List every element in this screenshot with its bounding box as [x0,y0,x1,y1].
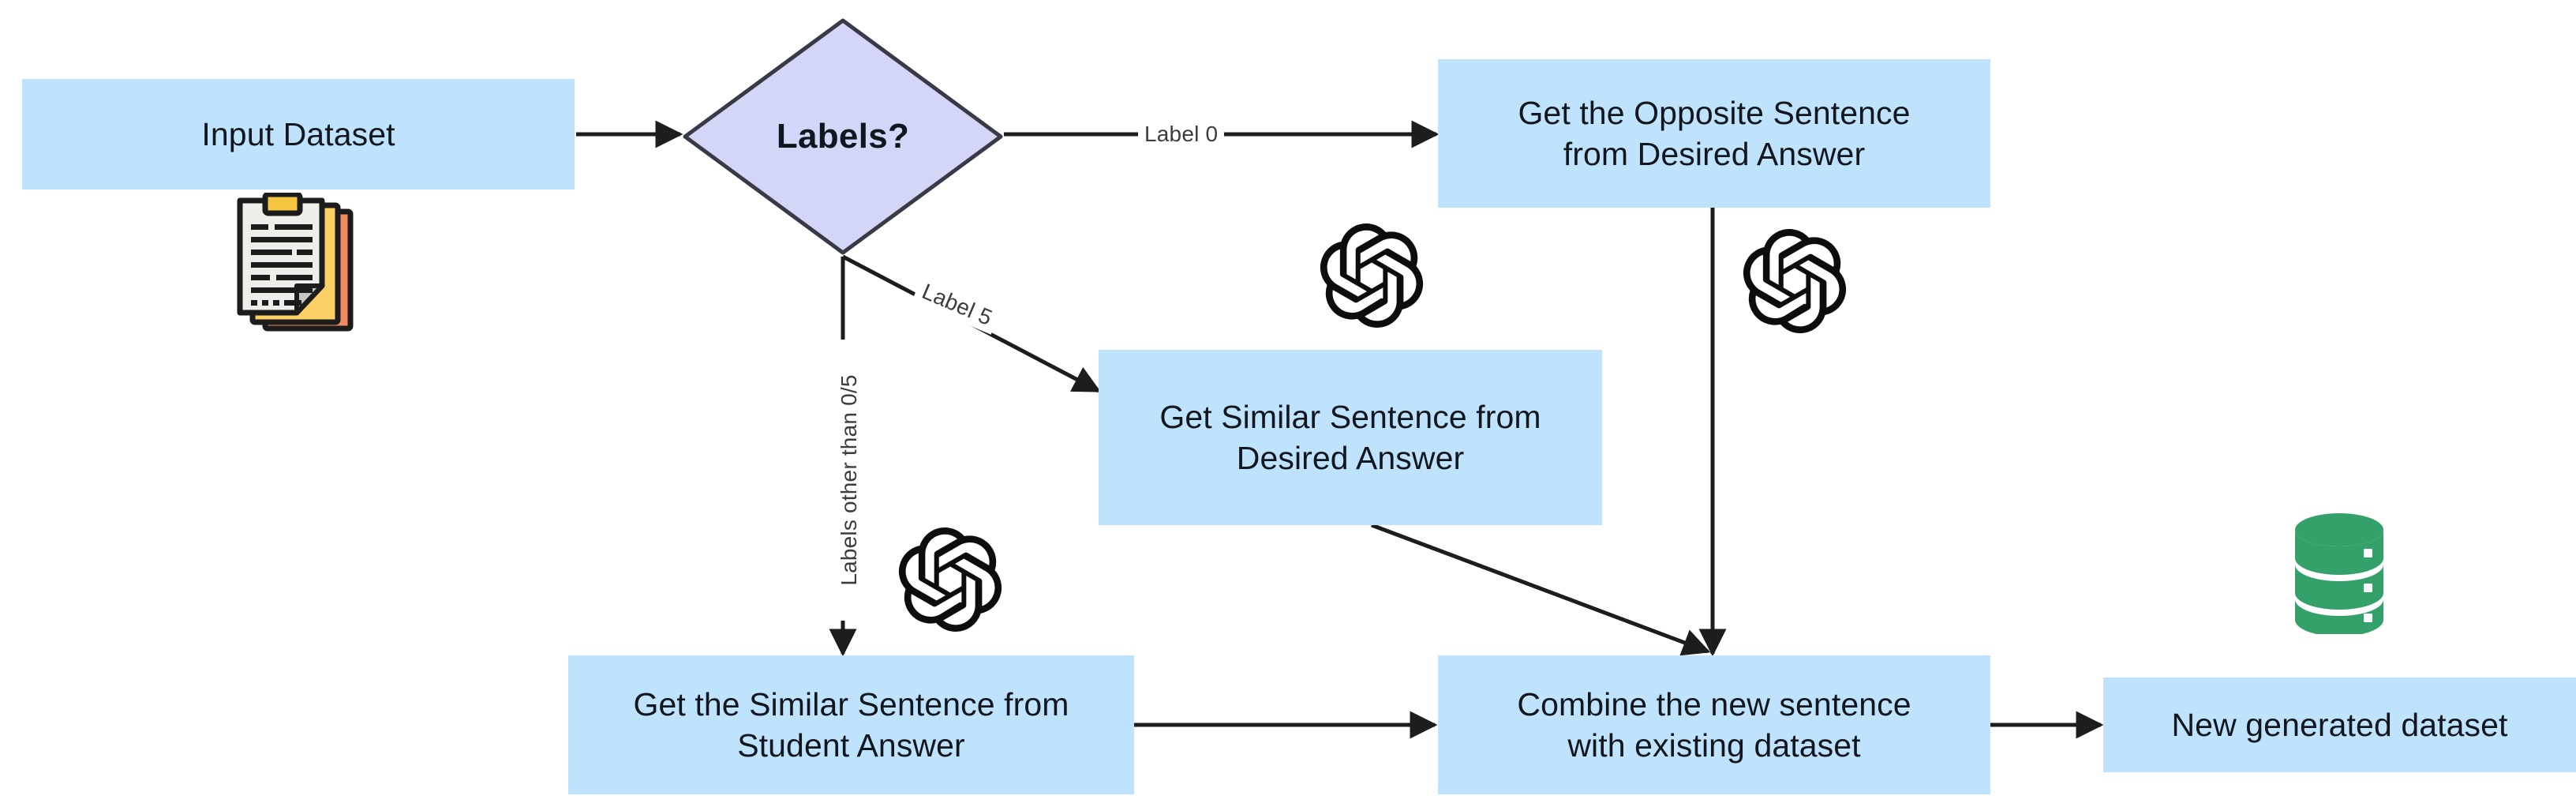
openai-logo-icon [898,527,1002,632]
database-icon [2291,509,2387,636]
node-label-line-2: with existing dataset [1567,727,1861,764]
node-combine-dataset[interactable]: Combine the new sentence with existing d… [1438,655,1990,794]
node-label-line-2: from Desired Answer [1563,136,1866,172]
node-label-line-1: Get the Similar Sentence from [633,685,1069,723]
node-label-line-1: Get the Opposite Sentence [1518,94,1911,131]
openai-logo-icon [1320,223,1424,328]
edge-label-labels-other: Labels other than 0/5 [835,340,863,621]
node-similar-sentence-student[interactable]: Get the Similar Sentence from Student An… [568,655,1134,794]
node-new-generated-dataset[interactable]: New generated dataset [2103,678,2576,772]
edge-similar-desired-to-combine [1371,523,1711,656]
node-label-line-2: Student Answer [737,727,965,764]
node-label-line-1: Get Similar Sentence from [1159,398,1541,435]
node-similar-sentence-desired[interactable]: Get Similar Sentence from Desired Answer [1099,350,1602,525]
node-label: New generated dataset [2171,706,2508,743]
node-label: Input Dataset [201,115,395,152]
node-label-line-2: Desired Answer [1236,440,1465,476]
documents-icon [229,191,371,343]
node-opposite-sentence[interactable]: Get the Opposite Sentence from Desired A… [1438,59,1990,208]
openai-logo-icon [1743,229,1847,334]
node-labels-decision[interactable]: Labels? [680,16,1005,257]
node-label: Labels? [776,117,910,156]
node-label-line-1: Combine the new sentence [1517,685,1911,723]
edge-label-label-0: Label 0 [1138,120,1225,148]
node-input-dataset[interactable]: Input Dataset [22,79,575,190]
